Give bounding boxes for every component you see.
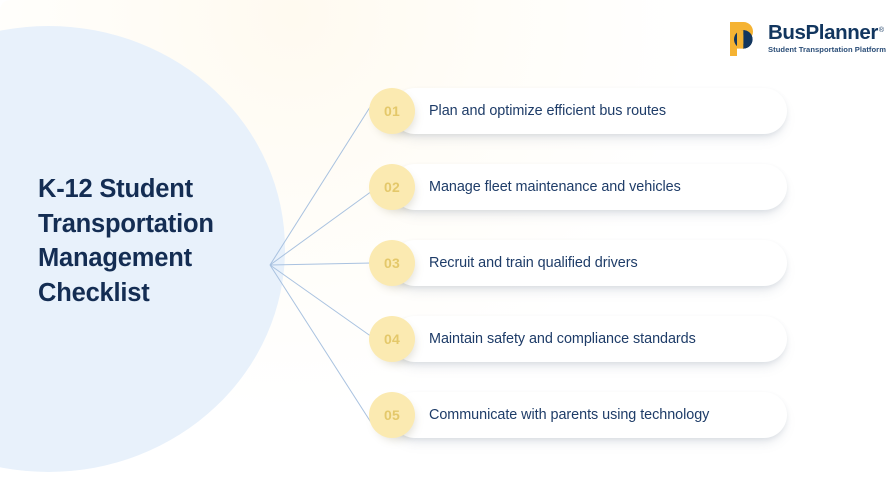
- item-number-5: 05: [384, 407, 400, 423]
- item-number-3: 03: [384, 255, 400, 271]
- registered-trademark-icon: ®: [878, 26, 884, 34]
- brand-logo[interactable]: BusPlanner® Student Transportation Platf…: [727, 21, 886, 57]
- checklist-item-3[interactable]: 03 Recruit and train qualified drivers: [369, 240, 787, 286]
- item-card-4[interactable]: [392, 316, 787, 362]
- item-label-1: Plan and optimize efficient bus routes: [429, 103, 667, 119]
- logo-wordmark-text: BusPlanner: [768, 21, 878, 45]
- item-number-badge-2: 02: [369, 164, 415, 210]
- checklist-item-1[interactable]: 01 Plan and optimize efficient bus route…: [369, 88, 787, 134]
- logo-wordmark: BusPlanner®: [768, 21, 886, 45]
- item-number-badge-1: 01: [369, 88, 415, 134]
- checklist-item-5[interactable]: 05 Communicate with parents using techno…: [369, 392, 787, 438]
- checklist-item-4[interactable]: 04 Maintain safety and compliance standa…: [369, 316, 787, 362]
- logo-tagline: Student Transportation Platform: [768, 45, 886, 55]
- item-number-4: 04: [384, 331, 400, 347]
- item-label-2: Manage fleet maintenance and vehicles: [429, 179, 681, 195]
- item-label-5: Communicate with parents using technolog…: [429, 407, 710, 423]
- item-label-4: Maintain safety and compliance standards: [429, 331, 696, 347]
- item-number-2: 02: [384, 179, 400, 195]
- checklist-item-2[interactable]: 02 Manage fleet maintenance and vehicles: [369, 164, 787, 210]
- item-label-3: Recruit and train qualified drivers: [429, 255, 638, 271]
- item-card-1[interactable]: [392, 88, 787, 134]
- busplanner-p-logo-icon: [730, 22, 753, 56]
- item-number-badge-3: 03: [369, 240, 415, 286]
- item-card-2[interactable]: [392, 164, 787, 210]
- logo-text-block: BusPlanner® Student Transportation Platf…: [768, 21, 886, 55]
- item-number-badge-4: 04: [369, 316, 415, 362]
- item-card-3[interactable]: [392, 240, 787, 286]
- item-number-1: 01: [384, 103, 400, 119]
- page-title: K-12 Student Transportation Management C…: [38, 175, 214, 308]
- item-number-badge-5: 05: [369, 392, 415, 438]
- item-card-5[interactable]: [392, 392, 787, 438]
